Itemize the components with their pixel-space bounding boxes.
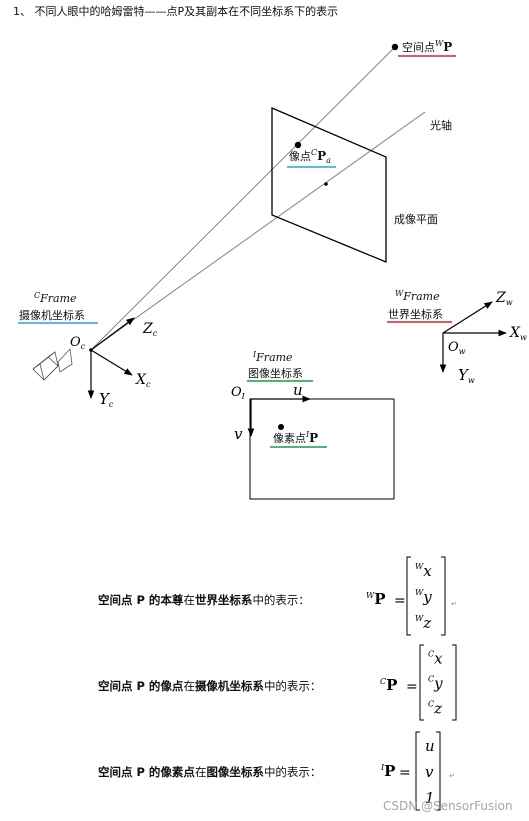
principal-point-dot xyxy=(324,182,328,186)
camera-y-label: Yc xyxy=(99,390,114,409)
camera-origin-label: Oc xyxy=(70,335,86,351)
formula-equals: = xyxy=(406,679,418,695)
matrix-entry: Wx xyxy=(415,562,432,580)
matrix-entry: Cz xyxy=(428,700,442,718)
image-plane xyxy=(271,107,387,263)
image-point-dot xyxy=(294,141,302,149)
paragraph-mark: ↵ xyxy=(451,600,457,608)
world-x-label: Xw xyxy=(509,325,527,342)
formula-caption: 空间点 P 的像点在摄像机坐标系中的表示： xyxy=(98,679,321,693)
formula-lhs: WP xyxy=(366,590,386,608)
formula-lhs: IP xyxy=(380,762,395,780)
formula-row: 空间点 P 的像素点在图像坐标系中的表示： IP= uv 1 ↵ xyxy=(98,731,455,811)
matrix-left-bracket xyxy=(406,556,411,636)
matrix-entry: v xyxy=(425,763,434,781)
formula-caption: 空间点 P 的像素点在图像坐标系中的表示： xyxy=(98,765,321,779)
matrix-right-bracket xyxy=(441,556,446,636)
camera-origin-dot xyxy=(89,348,93,352)
matrix-left-bracket xyxy=(419,644,424,721)
camera-x-axis xyxy=(90,349,133,376)
world-frame-tag: WFrame xyxy=(395,289,440,303)
matrix-right-bracket xyxy=(436,731,441,811)
projection-ray xyxy=(90,46,396,351)
matrix-entry: 1 xyxy=(425,789,435,807)
matrix-right-bracket xyxy=(452,644,457,721)
image-plane-label: 成像平面 xyxy=(394,213,438,226)
camera-frame-tag: CFrame xyxy=(34,291,77,305)
image-u-label: u xyxy=(293,381,303,399)
formula-lhs: CP xyxy=(380,676,397,694)
watermark: CSDN @SensorFusion xyxy=(383,799,513,813)
camera-frame-label: 摄像机坐标系 xyxy=(19,308,85,322)
matrix-entry: u xyxy=(425,737,435,755)
matrix-entry: Wz xyxy=(415,614,431,632)
image-v-label: v xyxy=(234,425,243,443)
paragraph-mark: ↵ xyxy=(449,772,455,780)
page-heading: 1、 不同人眼中的哈姆雷特——点P及其副本在不同坐标系下的表示 xyxy=(13,4,338,18)
image-frame-label: 图像坐标系 xyxy=(248,366,303,380)
matrix-entry: Cx xyxy=(428,650,443,668)
camera-z-label: Zc xyxy=(142,321,158,338)
world-z-label: Zw xyxy=(495,290,513,307)
camera-x-label: Xc xyxy=(135,372,151,389)
image-origin-label: OI xyxy=(231,385,246,401)
world-origin-label: Ow xyxy=(448,340,466,356)
optical-axis-line xyxy=(90,111,426,351)
matrix-entry: Cy xyxy=(428,675,443,693)
pixel-point-label: 像素点IP xyxy=(273,430,318,445)
pixel-point-dot xyxy=(278,424,284,430)
camera-icon xyxy=(32,348,73,381)
space-point-label: 空间点WP xyxy=(402,39,452,54)
world-frame-label: 世界坐标系 xyxy=(388,307,443,321)
formula-equals: = xyxy=(399,765,411,781)
space-point-dot xyxy=(391,43,399,51)
camera-z-axis xyxy=(90,317,135,351)
world-y-label: Yw xyxy=(458,366,475,385)
image-rect xyxy=(249,398,395,500)
matrix-left-bracket xyxy=(415,731,420,811)
formula-equals: = xyxy=(394,593,406,609)
matrix-entry: Wy xyxy=(415,588,432,606)
world-z-axis xyxy=(442,301,493,334)
image-point-label: 像点CPa xyxy=(289,148,331,165)
formula-caption: 空间点 P 的本尊在世界坐标系中的表示： xyxy=(98,593,310,607)
image-frame-tag: IFrame xyxy=(252,350,293,364)
optical-axis-label: 光轴 xyxy=(430,118,452,132)
